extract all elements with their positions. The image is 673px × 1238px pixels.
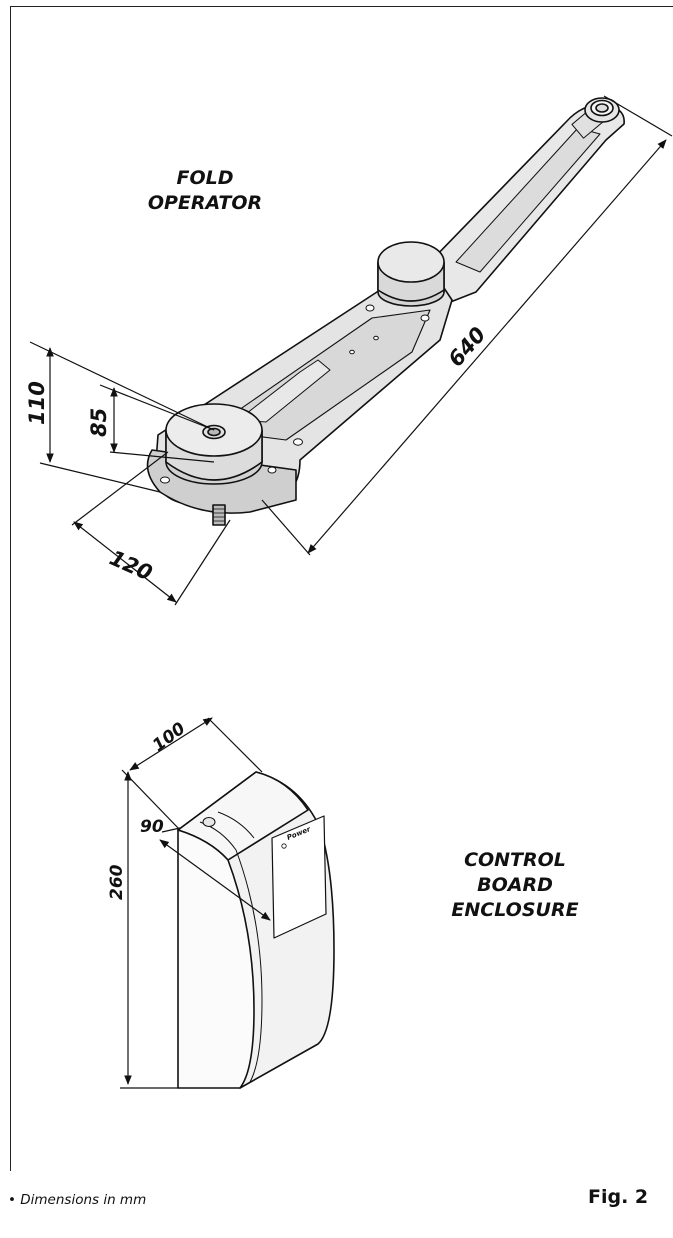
operator-mounting-bolt <box>212 504 226 526</box>
dim-operator-length: 640 <box>444 322 491 371</box>
enclosure-label-panel <box>271 815 327 939</box>
enclosure-power-led <box>281 843 287 849</box>
footnote-dimensions: • Dimensions in mm <box>8 1192 147 1208</box>
dim-enclosure-front-depth: 90 <box>140 817 164 837</box>
dim-operator-width: 120 <box>106 546 156 586</box>
dim-enclosure-height: 260 <box>107 864 127 900</box>
dim-operator-body-height: 85 <box>87 408 111 437</box>
operator-motor-hub <box>165 403 263 485</box>
operator-dimensions <box>29 95 673 606</box>
enclosure-drawing <box>177 771 335 1089</box>
enclosure-title-line2: BOARD <box>477 874 553 896</box>
operator-title: FOLD OPERATOR <box>130 166 280 216</box>
enclosure-dimensions <box>120 717 271 1089</box>
operator-arm-end-eye <box>584 97 620 123</box>
frame-left-border <box>10 6 11 1171</box>
enclosure-title-line1: CONTROL <box>464 849 566 871</box>
figure-label: Fig. 2 <box>588 1186 649 1208</box>
operator-title-line2: OPERATOR <box>147 192 263 214</box>
dim-operator-total-height: 110 <box>25 381 49 425</box>
enclosure-title-line3: ENCLOSURE <box>451 899 579 921</box>
frame-top-border <box>10 6 673 7</box>
dim-enclosure-depth: 100 <box>149 719 190 756</box>
fold-operator-drawing <box>146 97 625 526</box>
operator-title-line1: FOLD <box>176 167 234 189</box>
enclosure-title: CONTROL BOARD ENCLOSURE <box>435 848 595 923</box>
operator-middle-hub <box>377 241 445 307</box>
